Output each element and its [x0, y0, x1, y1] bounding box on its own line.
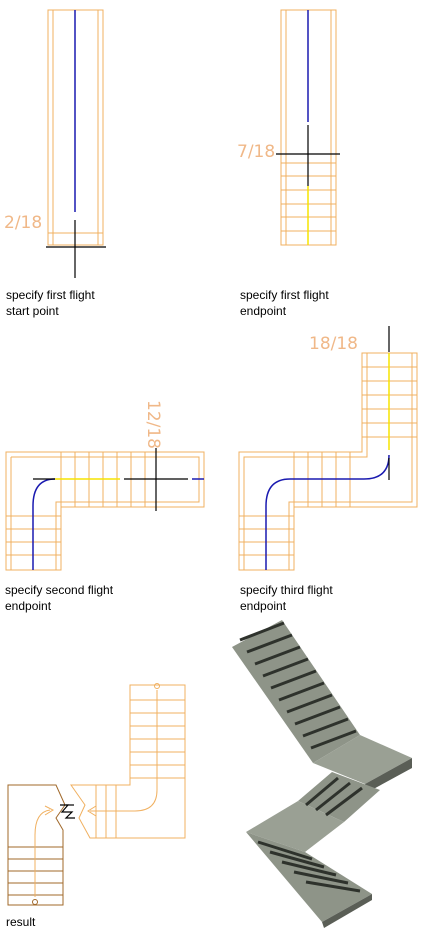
- caption-line: endpoint: [5, 599, 52, 613]
- caption-line: specify first flight: [240, 288, 329, 302]
- start-point-icon: [32, 899, 38, 905]
- progress-counter: 2/18: [4, 213, 42, 233]
- end-point-icon: [154, 683, 160, 689]
- step-caption: specify third flight endpoint: [240, 582, 333, 614]
- caption-line: endpoint: [240, 304, 287, 318]
- crosshair-cursor-icon: [46, 220, 106, 278]
- caption-line: specify first flight: [6, 288, 95, 302]
- panel-first-flight-end: 7/18: [237, 9, 340, 246]
- lower-flight-edge: [322, 894, 372, 928]
- panel-first-flight-start: 2/18: [4, 9, 106, 278]
- stair-outline: [7, 784, 66, 906]
- step-caption: specify first flight endpoint: [240, 287, 329, 319]
- stair-outline: [70, 684, 186, 839]
- stair-inner-edge: [11, 456, 200, 570]
- caption-line: start point: [6, 304, 59, 318]
- stair-outline: [238, 352, 418, 571]
- break-line-icon: [60, 804, 75, 819]
- walking-path: [32, 478, 56, 570]
- crosshair-cursor-icon: [33, 448, 188, 511]
- caption-line: specify second flight: [5, 583, 114, 597]
- step-caption: specify first flight start point: [6, 287, 95, 319]
- caption-line: endpoint: [240, 599, 287, 613]
- panel-result-plan: [7, 683, 186, 906]
- step-nosings: [239, 621, 363, 893]
- stair-outline: [5, 451, 205, 571]
- upper-flight-slab: [232, 620, 360, 763]
- landing-edge: [365, 758, 412, 792]
- stair-inner-edge: [243, 353, 368, 570]
- step-caption: specify second flight endpoint: [5, 582, 113, 614]
- step-caption: result: [6, 914, 35, 930]
- progress-counter: 12/18: [143, 400, 163, 449]
- progress-counter: 7/18: [237, 142, 275, 162]
- caption-line: result: [6, 915, 36, 929]
- upper-landing: [313, 735, 412, 784]
- path-arrowhead: [87, 805, 97, 817]
- walking-path-arrow: [90, 690, 158, 812]
- crosshair-cursor-icon: [276, 125, 340, 186]
- walking-path: [265, 454, 390, 570]
- tread-lines: [6, 452, 146, 556]
- progress-counter: 18/18: [309, 334, 358, 354]
- path-arrowhead: [44, 805, 55, 816]
- panel-second-flight-end: 12/18: [5, 400, 205, 571]
- walking-path-arrow: [34, 809, 51, 897]
- caption-line: specify third flight: [240, 583, 333, 597]
- panel-result-3d: [232, 620, 412, 928]
- lower-landing: [246, 801, 344, 852]
- panel-third-flight-end: 18/18: [238, 326, 418, 571]
